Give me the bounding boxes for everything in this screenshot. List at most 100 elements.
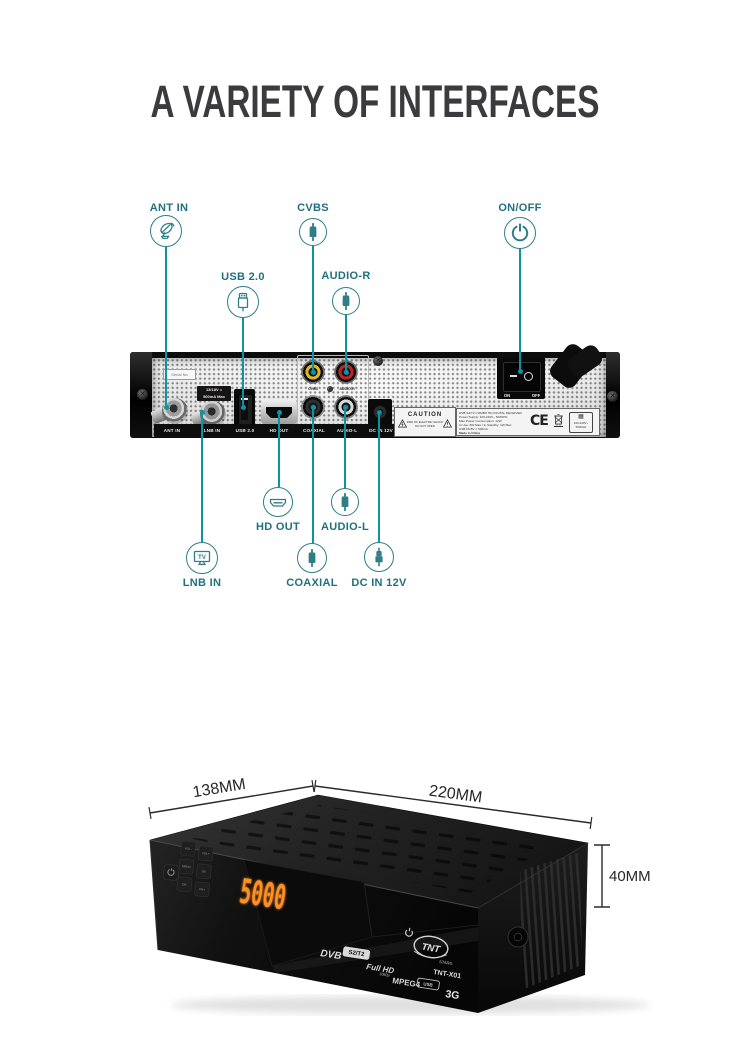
front-left-edge (149, 839, 159, 951)
dc-plug-icon (375, 547, 383, 567)
width-dim-line (314, 785, 592, 824)
panel-print-audio-l: AUDIO-L (336, 428, 358, 433)
exclamation-warning-icon (443, 419, 452, 428)
leader-line-audio-r (345, 315, 347, 371)
line-dot (342, 404, 348, 410)
button-label: CH+ (199, 887, 206, 892)
dc-in-icon-circle (364, 542, 394, 572)
caution-line2: DO NOT OPEN (415, 423, 435, 428)
callout-label-usb: USB 2.0 (221, 271, 265, 283)
callout-label-dc-in: DC IN 12V (351, 577, 407, 589)
lnb-in-icon-circle: TV (186, 542, 218, 574)
ch-down-button (176, 876, 193, 893)
panel-print-cvbs: CVBS (308, 387, 318, 391)
menu-button (178, 858, 195, 875)
callout-label-ant-in: ANT IN (149, 202, 189, 214)
leader-line-lnb-in (201, 412, 203, 542)
side-vents (520, 852, 582, 990)
product-photo: 5000 VOL- VOL+ MENU OK CH- CH+ DV (148, 776, 651, 1014)
leader-line-ant-in (165, 247, 167, 407)
button-label: VOL+ (202, 851, 210, 856)
panel-print-coaxial: COAXIAL (302, 428, 326, 433)
leader-line-on-off (519, 249, 521, 370)
audio-l-icon-circle (331, 488, 359, 516)
power-icon (511, 223, 529, 242)
star-text: STAR® (439, 959, 453, 966)
callout-label-on-off: ON/OFF (498, 202, 542, 214)
tv-icon-text: TV (198, 554, 207, 561)
screw-icon: ✕ (137, 389, 148, 400)
spec-line: DVB-S2/T2 COMBO HD DIGITAL RECEIVER (459, 410, 522, 415)
lnb-power-label: 13/18V = 500mA Max (197, 386, 231, 401)
panel-print-usb: USB 2.0 (235, 428, 255, 433)
switch-on-label: ON (503, 393, 511, 398)
ant-in-icon (150, 215, 182, 247)
caution-label: CAUTION RISK OF ELECTRIC SHOCK DO NOT OP… (394, 407, 456, 437)
mpeg4-logo: MPEG4 (392, 976, 422, 989)
full-hd-sub: 1080p (379, 972, 390, 978)
rear-panel: ✕ ✕ ✕ Serial No 13/18V = 500mA Max (130, 341, 620, 438)
switch-off-label: OFF (531, 393, 541, 398)
depth-dim-label: 138MM (192, 776, 247, 801)
hdmi-icon (269, 498, 287, 507)
hd-out-icon-circle (263, 487, 293, 517)
dvb-logo-sub: S2/T2 (348, 950, 365, 959)
leader-line-dc-in (378, 412, 380, 542)
electric-shock-warning-icon (398, 419, 407, 428)
serial-no-box: Serial No (163, 369, 196, 380)
callout-label-coaxial: COAXIAL (286, 577, 338, 589)
power-button-icon (167, 868, 175, 876)
weee-bin-icon (554, 414, 563, 427)
line-dot (376, 409, 382, 415)
side-top-edge (477, 842, 589, 909)
spec-line: In Use: 8W Max / In Standby: 1W Max (459, 423, 512, 428)
callout-label-cvbs: CVBS (297, 202, 329, 214)
line-dot (310, 404, 316, 410)
tv-icon: TV (193, 550, 211, 566)
button-label: CH- (182, 882, 188, 887)
panel-print-ant-in: ANT IN (163, 428, 181, 433)
front-crease (363, 881, 479, 938)
screw-icon: ✕ (607, 391, 618, 402)
g3-text: 3G (445, 988, 461, 1002)
rca-plug-icon (341, 493, 349, 511)
screw-icon: ✕ (373, 356, 383, 366)
led-display: 5000 (237, 872, 289, 919)
line-dot (310, 369, 316, 375)
tnt-logo-swoosh (413, 950, 448, 959)
panel-print-audio-r: AUDIO-R (339, 387, 355, 391)
rca-plug-icon (309, 223, 317, 241)
vol-up-button (198, 845, 214, 862)
page-title: A VARIETY OF INTERFACES (150, 76, 600, 127)
panel-print-lnb-in: LNB IN (203, 428, 221, 433)
width-dim-label: 220MM (428, 783, 483, 807)
ant-in-connector (150, 396, 190, 426)
ok-button (196, 863, 212, 880)
vol-down-button (180, 840, 197, 857)
tnt-power-icon (405, 927, 413, 937)
callout-label-audio-l: AUDIO-L (321, 521, 369, 533)
product-shadow (170, 996, 650, 1014)
button-label: MENU (182, 864, 191, 869)
rf-connector-pin (513, 932, 523, 942)
model-text: TNT-X01 (433, 969, 462, 980)
power-button (162, 864, 180, 881)
dimension-lines (148, 779, 610, 908)
spec-line: Made in China (459, 431, 480, 436)
usb-icon-circle (227, 286, 259, 318)
tnt-logo-text: TNT (421, 941, 442, 955)
satellite-dish-icon (160, 222, 175, 240)
dvb-logo-box (342, 946, 371, 960)
line-dot (276, 409, 282, 415)
power-icon-circle (504, 217, 536, 249)
switch-off-mark (524, 372, 533, 381)
screw-icon: ✕ (327, 386, 333, 392)
button-label: VOL- (185, 846, 192, 851)
spec-line: Max Power Consumption: 12W (459, 418, 502, 423)
caution-line1: RISK OF ELECTRIC SHOCK (406, 419, 444, 424)
rca-plug-icon (342, 292, 350, 310)
line-dot (199, 409, 205, 415)
full-hd-logo: Full HD (366, 962, 395, 975)
audio-r-icon-circle (332, 287, 360, 315)
